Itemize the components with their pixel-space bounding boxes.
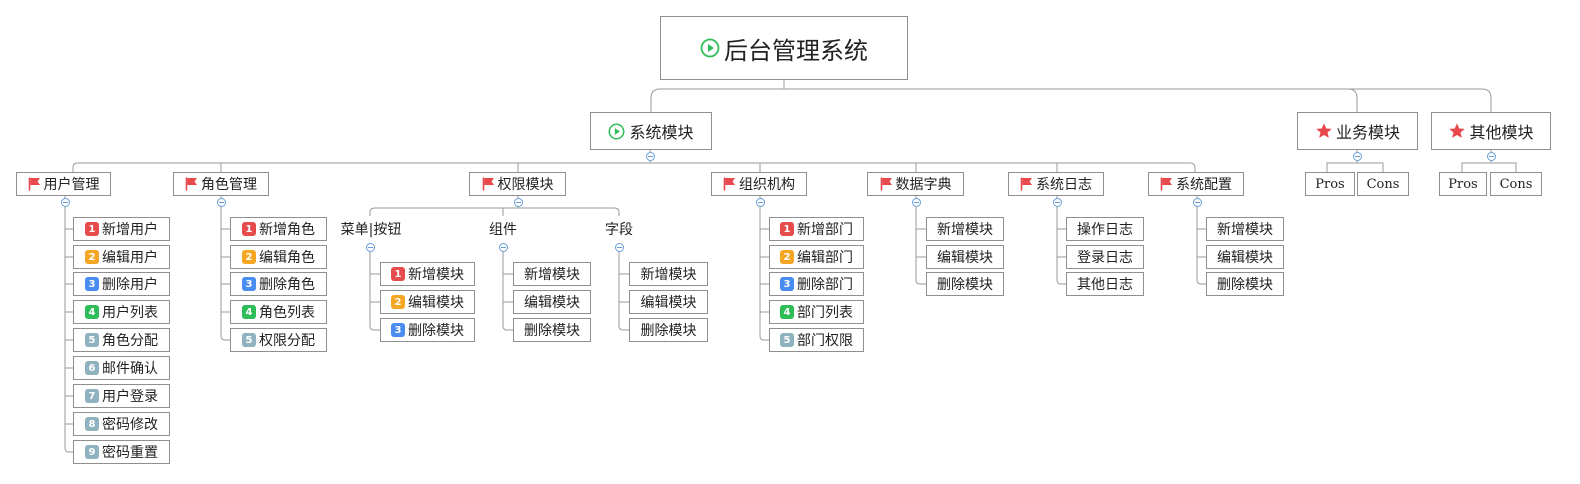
leaf-node[interactable]: 编辑模块 <box>629 290 708 314</box>
leaf-node[interactable]: 新增模块 <box>513 262 591 286</box>
leaf-node[interactable]: 删除模块 <box>1206 272 1284 296</box>
collapse-toggle-dict[interactable] <box>912 198 921 207</box>
flag-icon <box>185 177 197 191</box>
play-circle-icon <box>700 38 720 58</box>
collapse-toggle-config[interactable] <box>1193 198 1202 207</box>
flag-icon <box>1020 177 1032 191</box>
leaf-node[interactable]: 新增模块 <box>926 217 1004 241</box>
module-node-org[interactable]: 组织机构 <box>711 172 807 196</box>
flag-icon <box>482 177 494 191</box>
collapse-toggle-org[interactable] <box>756 198 765 207</box>
collapse-toggle-user[interactable] <box>61 198 70 207</box>
collapse-toggle-business[interactable] <box>1353 152 1362 161</box>
group-node-menu-button[interactable]: 菜单|按钮 <box>340 222 402 238</box>
leaf-node[interactable]: 删除模块 <box>926 272 1004 296</box>
flag-icon <box>723 177 735 191</box>
other-pros-node[interactable]: Pros <box>1439 172 1487 196</box>
business-module-node[interactable]: 业务模块 <box>1297 112 1418 150</box>
collapse-toggle-field[interactable] <box>615 243 624 252</box>
group-node-field[interactable]: 字段 <box>605 222 633 238</box>
module-node-role[interactable]: 角色管理 <box>173 172 269 196</box>
leaf-node[interactable]: 编辑模块 <box>1206 245 1284 269</box>
other-module-label: 其他模块 <box>1469 123 1534 142</box>
leaf-node[interactable]: 登录日志 <box>1066 245 1144 269</box>
star-icon <box>1316 123 1332 138</box>
module-node-dict[interactable]: 数据字典 <box>867 172 964 196</box>
group-node-component[interactable]: 组件 <box>489 222 517 238</box>
business-pros-node[interactable]: Pros <box>1305 172 1355 196</box>
module-node-permission[interactable]: 权限模块 <box>469 172 566 196</box>
flag-icon <box>1160 177 1172 191</box>
leaf-node[interactable]: 操作日志 <box>1066 217 1144 241</box>
collapse-toggle-log[interactable] <box>1053 198 1062 207</box>
collapse-toggle-role[interactable] <box>217 198 226 207</box>
flag-icon <box>880 177 892 191</box>
other-module-node[interactable]: 其他模块 <box>1431 112 1551 150</box>
system-module-node[interactable]: 系统模块 <box>590 112 712 150</box>
play-circle-icon <box>608 123 625 139</box>
leaf-node[interactable]: 编辑模块 <box>926 245 1004 269</box>
leaf-node[interactable]: 删除模块 <box>629 318 708 342</box>
module-node-log[interactable]: 系统日志 <box>1008 172 1104 196</box>
flag-icon <box>28 177 40 191</box>
business-cons-node[interactable]: Cons <box>1357 172 1409 196</box>
other-cons-node[interactable]: Cons <box>1490 172 1542 196</box>
leaf-node[interactable]: 新增模块 <box>1206 217 1284 241</box>
module-node-user[interactable]: 用户管理 <box>16 172 111 196</box>
system-module-label: 系统模块 <box>629 123 694 142</box>
business-module-label: 业务模块 <box>1335 123 1400 142</box>
star-icon <box>1449 123 1466 138</box>
root-label: 后台管理系统 <box>724 36 868 65</box>
collapse-toggle-component[interactable] <box>499 243 508 252</box>
module-node-config[interactable]: 系统配置 <box>1148 172 1244 196</box>
root-node[interactable]: 后台管理系统 <box>660 16 908 80</box>
collapse-toggle-other[interactable] <box>1487 152 1496 161</box>
collapse-toggle-permission[interactable] <box>514 198 523 207</box>
collapse-toggle-menu-button[interactable] <box>366 243 375 252</box>
collapse-toggle-system[interactable] <box>646 152 655 161</box>
leaf-node[interactable]: 其他日志 <box>1066 272 1144 296</box>
leaf-node[interactable]: 新增模块 <box>629 262 708 286</box>
leaf-node[interactable]: 编辑模块 <box>513 290 591 314</box>
leaf-node[interactable]: 删除模块 <box>513 318 591 342</box>
